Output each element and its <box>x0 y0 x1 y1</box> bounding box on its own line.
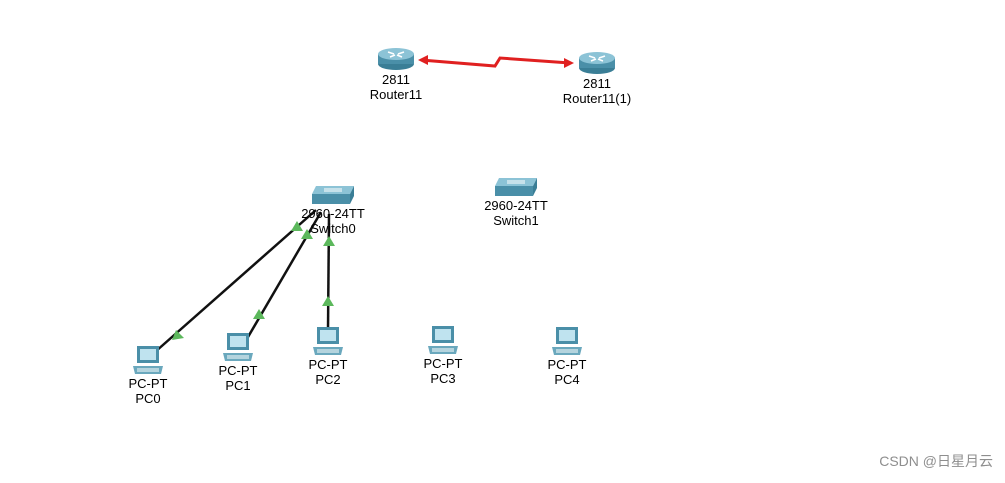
pc-icon <box>313 327 343 355</box>
pc-pc0[interactable]: PC-PT PC0 <box>116 344 180 406</box>
link-up-indicator-pc2-end <box>322 296 334 306</box>
link-up-indicator-pc0-end <box>172 330 184 340</box>
pc-name-label: PC3 <box>430 371 456 386</box>
router-icon <box>378 48 414 70</box>
pc-model-label: PC-PT <box>128 376 168 391</box>
pc-pc4[interactable]: PC-PT PC4 <box>535 325 599 387</box>
link-up-indicator-pc0-switch-end <box>291 221 303 231</box>
switch-icon <box>312 186 354 204</box>
switch-model-label: 2960-24TT <box>301 206 365 221</box>
pc-name-label: PC2 <box>315 372 341 387</box>
link-down-indicator-router11 <box>418 55 428 65</box>
pc-model-label: PC-PT <box>218 363 258 378</box>
pc-pc2[interactable]: PC-PT PC2 <box>296 325 360 387</box>
link-up-indicator-pc1-end <box>253 309 265 319</box>
serial-link-router11-router11-1[interactable] <box>420 56 571 68</box>
link-down-indicator-router11-1 <box>564 58 574 68</box>
router-name-label: Router11(1) <box>562 91 632 106</box>
pc-pc1[interactable]: PC-PT PC1 <box>206 331 270 393</box>
router-name-label: Router11 <box>369 87 423 102</box>
pc-name-label: PC1 <box>225 378 251 393</box>
router-icon <box>579 52 615 74</box>
pc-icon <box>223 333 253 361</box>
pc-icon <box>428 326 458 354</box>
switch-switch1[interactable]: 2960-24TT Switch1 <box>473 176 559 228</box>
pc-model-label: PC-PT <box>308 357 348 372</box>
switch-name-label: Switch0 <box>310 221 356 236</box>
pc-model-label: PC-PT <box>547 357 587 372</box>
link-up-indicator-pc1-switch-end <box>301 229 313 239</box>
switch-name-label: Switch1 <box>493 213 539 228</box>
watermark: CSDN @日星月云 <box>879 453 993 469</box>
link-pc2-switch0[interactable] <box>326 213 331 331</box>
switch-switch0[interactable]: 2960-24TT Switch0 <box>290 184 376 236</box>
switch-icon <box>495 178 537 196</box>
router-model-label: 2811 <box>382 72 410 87</box>
router-router11[interactable]: 2811 Router11 <box>358 42 434 102</box>
pc-name-label: PC4 <box>554 372 580 387</box>
link-pc0-switch0[interactable] <box>154 209 317 353</box>
link-up-indicator-pc2-switch-end <box>323 236 335 246</box>
switch-model-label: 2960-24TT <box>484 198 548 213</box>
router-model-label: 2811 <box>583 76 611 91</box>
router-router11-1[interactable]: 2811 Router11(1) <box>555 46 639 106</box>
pc-pc3[interactable]: PC-PT PC3 <box>411 324 475 386</box>
pc-icon <box>552 327 582 355</box>
pc-model-label: PC-PT <box>423 356 463 371</box>
pc-icon <box>133 346 163 374</box>
pc-name-label: PC0 <box>135 391 161 406</box>
